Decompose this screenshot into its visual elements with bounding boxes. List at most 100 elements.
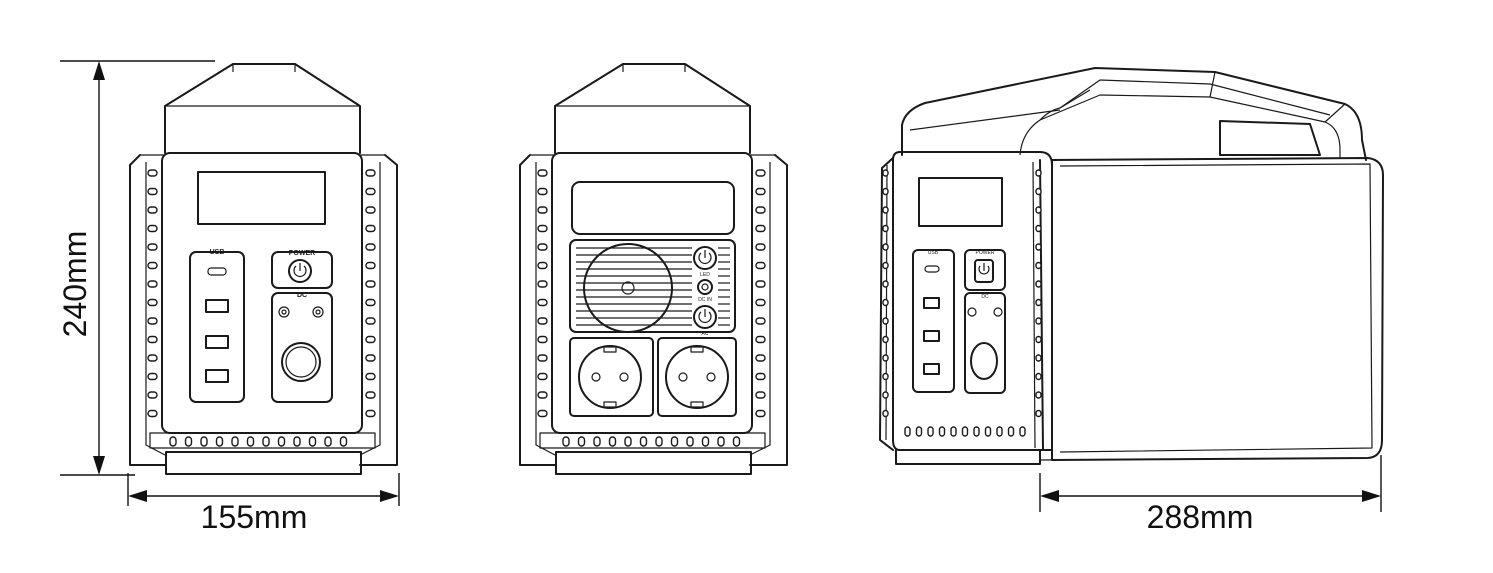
vent-slot xyxy=(147,243,158,251)
width-dimension: 155mm xyxy=(127,473,400,535)
vent-slot xyxy=(755,298,766,307)
vent-slot xyxy=(169,436,177,447)
vent-slot xyxy=(882,335,889,344)
vent-slot xyxy=(904,426,911,437)
back-view: LED DC IN AC xyxy=(519,63,788,475)
vent-slot xyxy=(639,436,648,447)
dc-in-port xyxy=(697,279,713,295)
power-label: POWER xyxy=(289,250,315,257)
power-panel xyxy=(271,251,333,289)
vent-slot xyxy=(1035,261,1042,270)
vent-slot xyxy=(365,372,376,381)
vent-slot xyxy=(577,436,586,447)
vent-slot xyxy=(755,317,766,325)
vent-slot xyxy=(996,426,1003,437)
usb-a-port xyxy=(205,299,229,313)
handle-grip xyxy=(1219,120,1321,156)
height-label: 240mm xyxy=(57,231,93,338)
ac-socket xyxy=(578,345,642,409)
vent-slot xyxy=(365,298,376,307)
vent-slot xyxy=(365,280,376,288)
power-icon xyxy=(293,263,307,277)
usb-a-port xyxy=(923,297,940,309)
usb-a-port xyxy=(923,363,940,375)
display-screen xyxy=(918,177,1003,227)
vent-slot xyxy=(537,280,548,288)
vent-slot xyxy=(1035,206,1042,214)
vent-slot xyxy=(308,436,317,447)
vent-slot xyxy=(882,391,889,399)
vent-slot xyxy=(984,426,992,437)
usb-a-port xyxy=(205,335,229,349)
vent-slot xyxy=(755,261,766,270)
vent-slot xyxy=(882,354,889,362)
vent-slot xyxy=(755,409,766,418)
vent-slot xyxy=(1035,169,1042,177)
usb-label: USB xyxy=(928,250,939,256)
dc-in-label: DC IN xyxy=(698,297,712,303)
vent-slot xyxy=(262,436,270,447)
vent-slot xyxy=(537,243,548,251)
vent-slot xyxy=(365,224,376,233)
vent-slot xyxy=(147,224,158,233)
vent-slot xyxy=(973,426,980,437)
usb-panel xyxy=(189,251,245,403)
vent-slot xyxy=(147,317,158,325)
vent-slot xyxy=(882,298,889,307)
side-body xyxy=(1051,157,1384,461)
vent-slot xyxy=(1035,187,1042,196)
vent-slot xyxy=(755,206,766,214)
depth-dimension: 288mm xyxy=(1039,455,1382,535)
vent-slot xyxy=(365,243,376,251)
vent-slot xyxy=(732,436,741,447)
vent-slot xyxy=(882,206,889,214)
vent-slot xyxy=(537,372,548,381)
vent-slot xyxy=(537,206,548,214)
vent-slot xyxy=(147,335,158,344)
vent-slot xyxy=(277,436,286,447)
arrow-left-icon xyxy=(128,490,147,502)
vent-slot xyxy=(882,261,889,270)
vent-slot xyxy=(882,409,889,418)
vent-slot xyxy=(1019,426,1026,437)
vent-slot xyxy=(1007,426,1015,437)
vent-slot xyxy=(755,280,766,288)
vent-slot xyxy=(882,243,889,251)
arrow-right-icon xyxy=(380,490,399,502)
vent-slot xyxy=(147,354,158,362)
fan xyxy=(583,243,673,333)
power-label: POWER xyxy=(976,250,995,256)
foot xyxy=(555,451,752,475)
vent-slot xyxy=(537,354,548,362)
car-socket xyxy=(970,342,998,380)
vent-slot xyxy=(537,169,548,177)
vent-slot xyxy=(1035,224,1042,233)
ac-button xyxy=(693,305,717,329)
vent-slot xyxy=(537,391,548,399)
vent-slot xyxy=(950,426,957,437)
vent-slot xyxy=(624,436,632,447)
vent-slot xyxy=(1035,372,1042,381)
vent-slot xyxy=(755,187,766,196)
ac-socket-panel xyxy=(569,337,654,417)
vent-slot xyxy=(365,317,376,325)
vent-slot xyxy=(1035,298,1042,307)
vent-slot xyxy=(882,187,889,196)
vent-slot xyxy=(755,391,766,399)
vent-slot xyxy=(938,426,946,437)
vent-slot xyxy=(200,436,208,447)
vent-slot xyxy=(365,409,376,418)
vent-slot xyxy=(562,436,570,447)
vent-slot xyxy=(1035,317,1042,325)
vent-slot xyxy=(147,409,158,418)
vent-slot xyxy=(147,280,158,288)
arrow-down-icon xyxy=(93,456,105,475)
ac-label: AC xyxy=(702,331,709,337)
power-panel xyxy=(964,249,1006,291)
handle xyxy=(164,63,361,154)
vent-slot xyxy=(537,261,548,270)
vent-slot xyxy=(755,354,766,362)
vent-slot xyxy=(365,187,376,196)
vent-slot xyxy=(365,391,376,399)
usb-a-port xyxy=(205,369,229,383)
